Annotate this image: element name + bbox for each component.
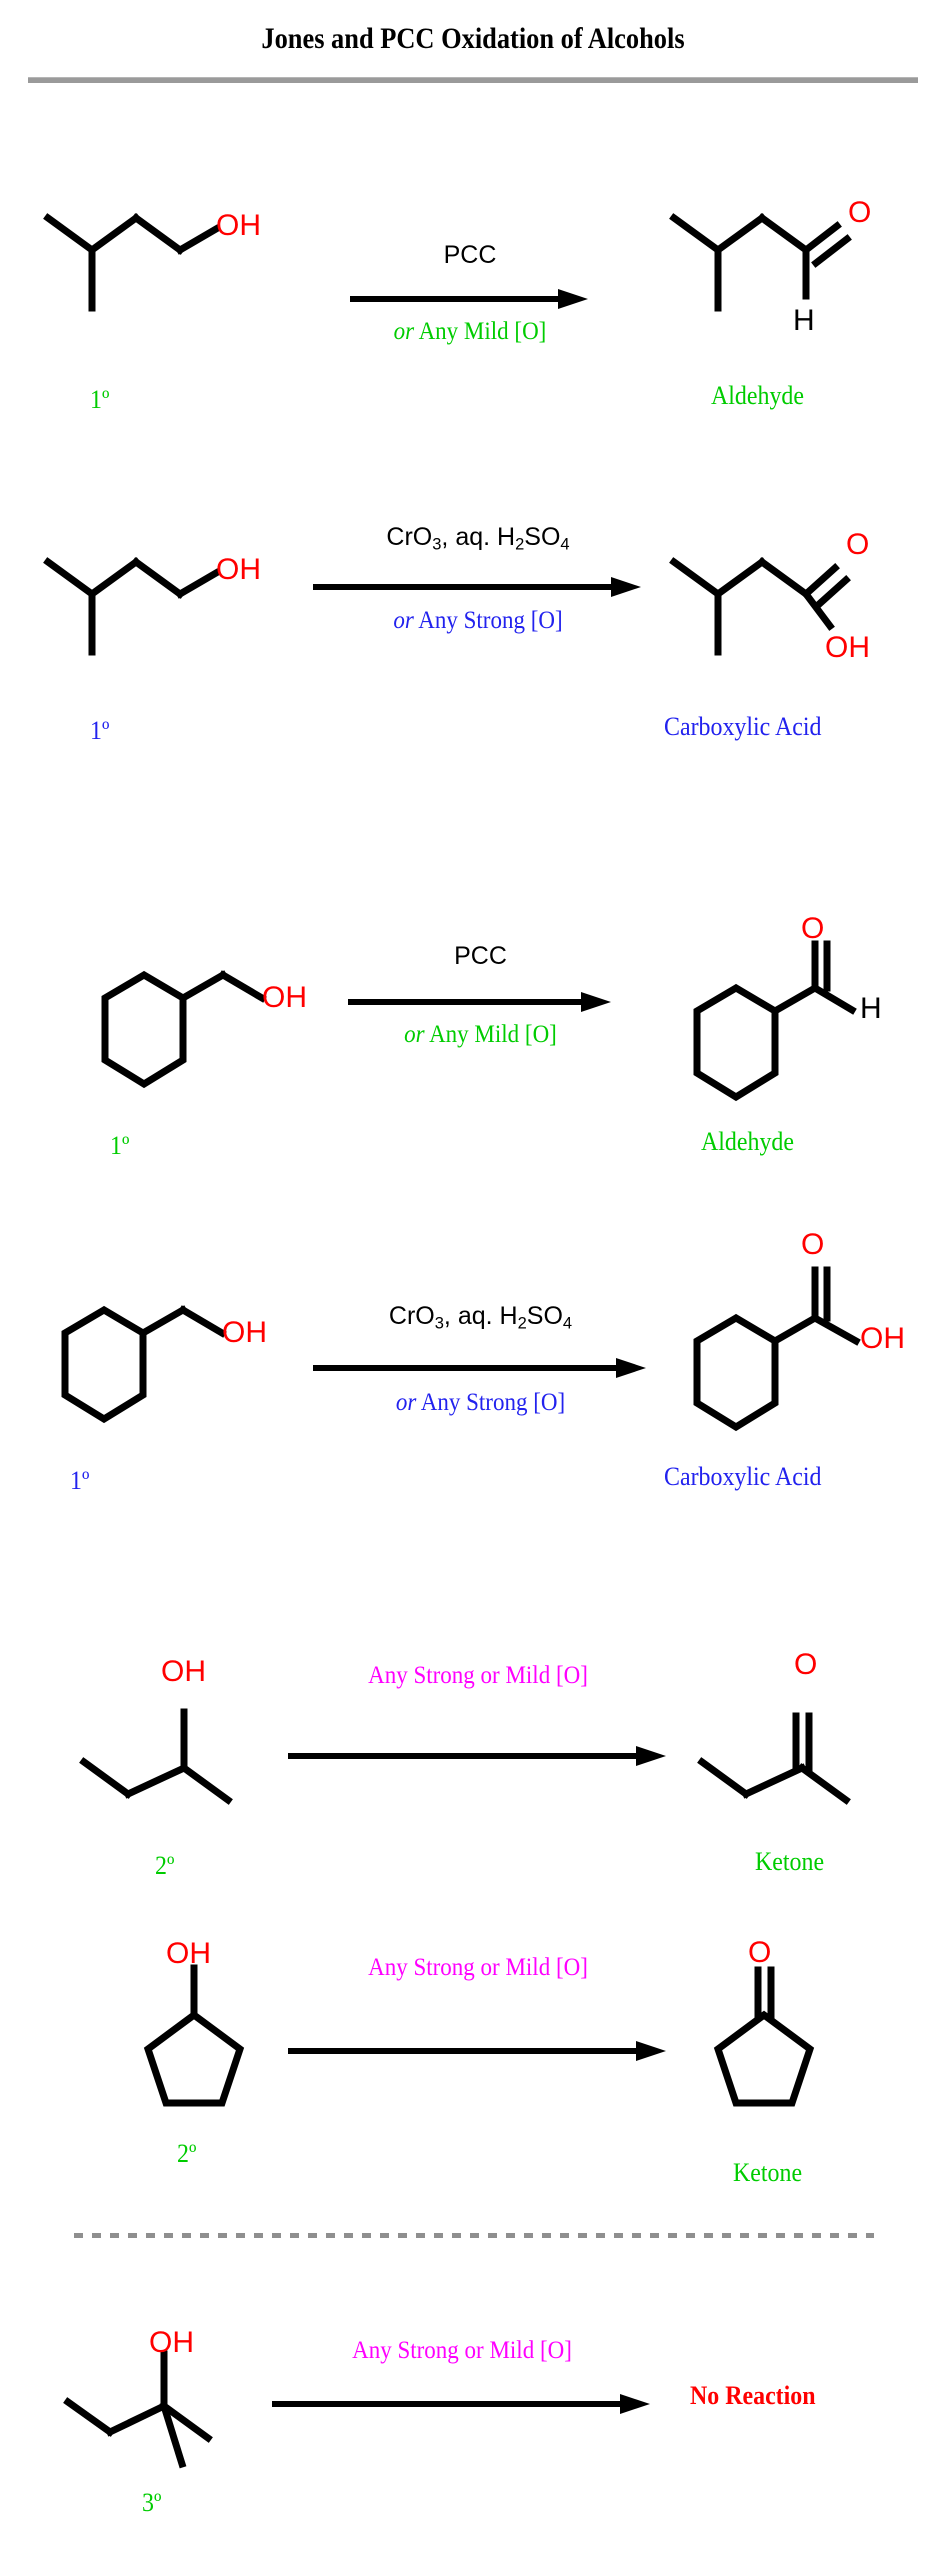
acid-hydroxyl-label-2: OH [860, 1322, 905, 1355]
substrate-structure-cyclopentanol [130, 1950, 310, 2130]
product-label-7: No Reaction [690, 2381, 816, 2410]
carbonyl-oxygen-label-4: O [801, 1228, 825, 1261]
carbonyl-oxygen-label-2: O [846, 528, 870, 561]
reagent-below-arrow-4: or Any Strong [O] [326, 1390, 634, 1415]
reagent-below-arrow-1: or Any Mild [O] [360, 319, 581, 344]
product-structure-cyclopentanone [700, 1950, 880, 2130]
hydroxyl-label-5: OH [161, 1655, 206, 1688]
reagent-above-arrow-7: Any Strong or Mild [O] [352, 2337, 572, 2364]
product-structure-carboxylic-acid-2 [660, 1250, 890, 1450]
hydroxyl-label-4: OH [222, 1316, 267, 1349]
reagent-above-arrow-5: Any Strong or Mild [O] [368, 1662, 588, 1689]
aldehyde-hydrogen-label-1: H [793, 304, 815, 337]
substrate-class-label-3: 1º [110, 1131, 130, 1160]
substrate-structure-butan-2-ol [78, 1660, 268, 1810]
acid-hydroxyl-label-1: OH [825, 631, 870, 664]
reagent-above-arrow-3: PCC [454, 942, 507, 970]
carbonyl-oxygen-label-6: O [748, 1936, 772, 1969]
reaction-arrow-5 [288, 1745, 668, 1767]
substrate-class-label-2: 1º [90, 716, 110, 745]
reaction-arrow-7 [272, 2393, 652, 2415]
substrate-class-label-1: 1º [90, 385, 110, 414]
substrate-structure-cyclohexylmethanol-2 [28, 1265, 248, 1455]
substrate-class-label-7: 3º [142, 2488, 162, 2517]
product-structure-aldehyde-2 [660, 930, 890, 1120]
reagent-below-arrow-4-text: Any Strong [O] [416, 1389, 566, 1416]
carbonyl-oxygen-label-5: O [794, 1648, 818, 1681]
product-label-3: Aldehyde [701, 1127, 795, 1156]
reagent-below-arrow-2-or: or [393, 607, 414, 634]
reagent-below-arrow-3-or: or [404, 1021, 425, 1048]
substrate-class-label-6: 2º [177, 2139, 197, 2168]
product-label-2: Carboxylic Acid [664, 712, 822, 741]
substrate-class-label-5: 2º [155, 1851, 175, 1880]
substrate-structure-isoamyl-alcohol-2 [43, 540, 254, 670]
reagent-below-arrow-1-text: Any Mild [O] [414, 318, 547, 345]
product-label-5: Ketone [755, 1847, 825, 1876]
page-title: Jones and PCC Oxidation of Alcohols [261, 22, 685, 55]
carbonyl-oxygen-label-3: O [801, 912, 825, 945]
product-label-6: Ketone [733, 2158, 803, 2187]
substrate-structure-2-methylbutan-2-ol [60, 2340, 260, 2520]
reaction-arrow-1 [350, 288, 590, 310]
product-structure-carboxylic-acid-1 [669, 528, 880, 678]
reagent-above-arrow-6: Any Strong or Mild [O] [368, 1954, 588, 1981]
section-divider-dashed [74, 2233, 874, 2238]
hydroxyl-label-7: OH [149, 2326, 194, 2359]
hydroxyl-label-1: OH [216, 209, 261, 242]
reagent-below-arrow-3-text: Any Mild [O] [424, 1021, 557, 1048]
reaction-arrow-3 [348, 991, 613, 1013]
reaction-arrow-2 [313, 576, 643, 598]
reaction-arrow-6 [288, 2040, 668, 2062]
reaction-arrow-4 [313, 1357, 648, 1379]
substrate-class-label-4: 1º [70, 1466, 90, 1495]
reagent-below-arrow-2: or Any Strong [O] [326, 608, 630, 633]
reagent-below-arrow-4-or: or [395, 1389, 417, 1416]
substrate-structure-isoamyl-alcohol [43, 196, 254, 326]
title-divider [28, 77, 918, 83]
reagent-below-arrow-3: or Any Mild [O] [359, 1022, 603, 1047]
aldehyde-hydrogen-label-2: H [860, 992, 882, 1025]
product-structure-butanone [696, 1660, 886, 1810]
hydroxyl-label-6: OH [166, 1937, 211, 1970]
product-label-1: Aldehyde [711, 381, 805, 410]
hydroxyl-label-2: OH [216, 553, 261, 586]
reagent-above-arrow-4: CrO3, aq. H2SO4 [388, 1302, 573, 1333]
reagent-above-arrow-2: CrO3, aq. H2SO4 [386, 523, 570, 554]
carbonyl-oxygen-label-1: O [848, 196, 872, 229]
reagent-below-arrow-2-text: Any Strong [O] [413, 607, 563, 634]
reagent-above-arrow-1: PCC [443, 241, 497, 269]
product-structure-aldehyde-1 [669, 196, 880, 346]
hydroxyl-label-3: OH [262, 981, 307, 1014]
reagent-below-arrow-1-or: or [393, 318, 415, 345]
product-label-4: Carboxylic Acid [664, 1462, 822, 1491]
substrate-structure-cyclohexylmethanol-1 [68, 930, 288, 1120]
